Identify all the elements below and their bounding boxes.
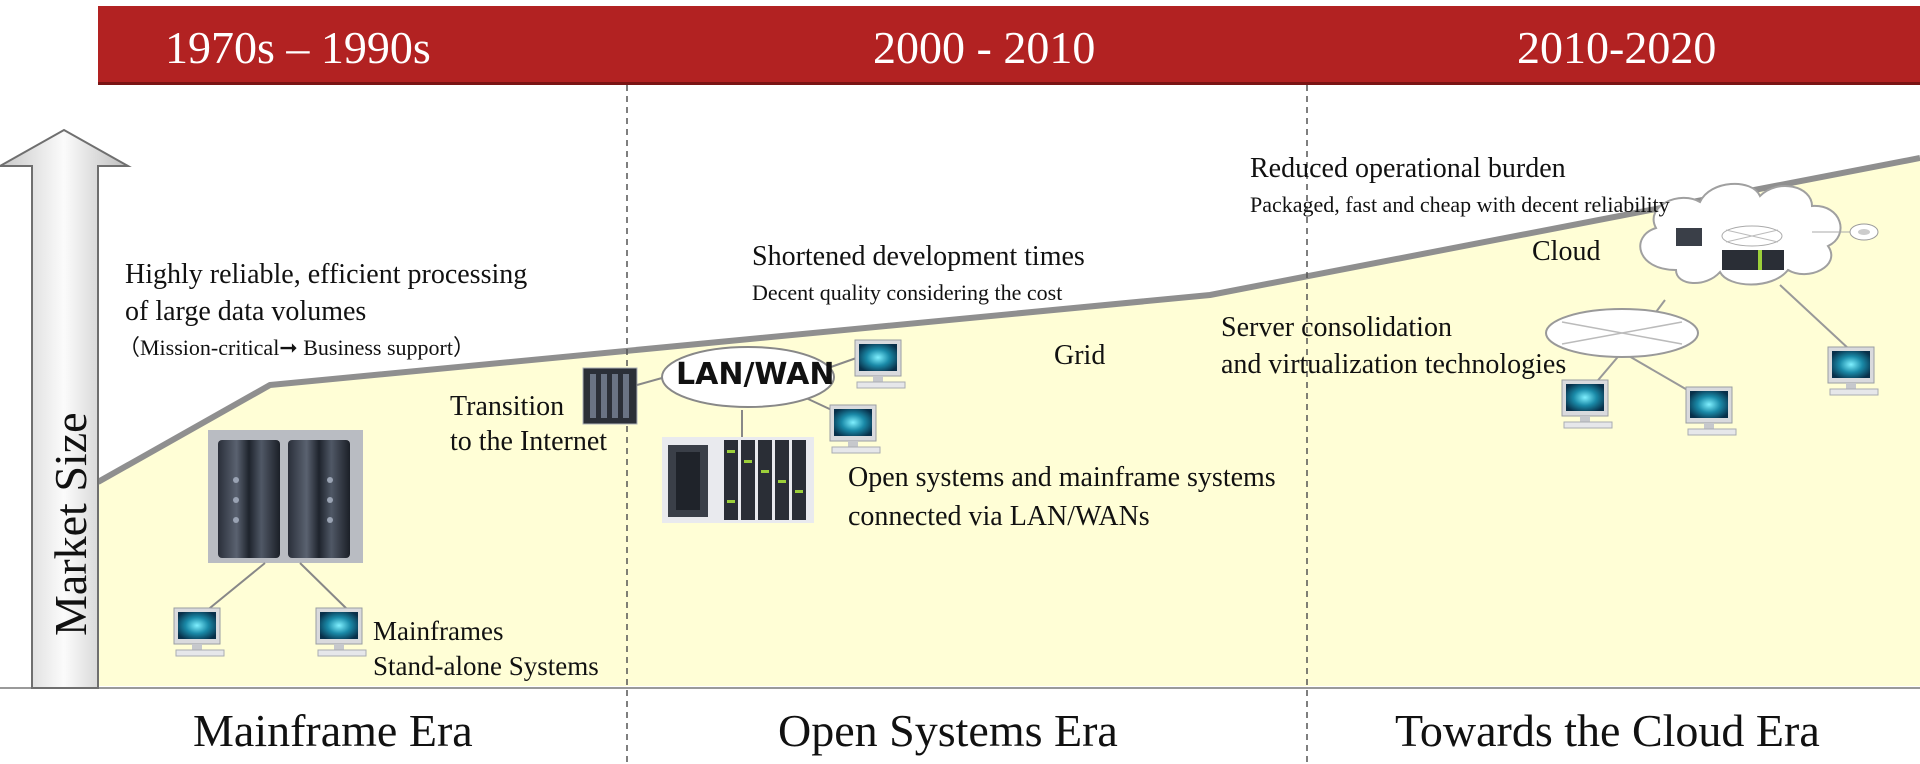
open-systems-servers-icon [662,437,814,523]
header-band [98,6,1920,82]
mainframe-benefit-note: （Mission-critical➞ Business support） [118,335,475,360]
cloud-label: Cloud [1532,236,1601,267]
transition-line1: Transition [450,391,565,422]
lan-wan-network-icon [661,346,835,408]
header-period-2: 2000 - 2010 [873,22,1096,73]
cloud-tech-line2: and virtualization technologies [1221,349,1567,380]
era-name-mainframe: Mainframe Era [193,705,473,756]
market-area [98,158,1920,686]
header-period-3: 2010-2020 [1517,22,1717,73]
mainframe-benefit-line2: of large data volumes [125,296,367,327]
up-arrow-icon [0,128,132,689]
cloud-icon [1639,183,1879,286]
cloud-tech-line1: Server consolidation [1221,312,1452,343]
lan-wan-label: LAN/WAN [676,357,835,392]
cloud-benefit-title: Reduced operational burden [1250,153,1566,184]
era-name-cloud: Towards the Cloud Era [1395,705,1820,756]
open-benefit-note: Decent quality considering the cost [752,280,1063,305]
mainframe-system-line2: Stand-alone Systems [373,651,599,681]
open-benefit-title: Shortened development times [752,241,1085,272]
era-name-open-systems: Open Systems Era [778,705,1118,756]
open-system-line2: connected via LAN/WANs [848,501,1150,532]
server-rack-icon [582,367,638,425]
open-system-line1: Open systems and mainframe systems [848,462,1276,493]
transition-line2: to the Internet [450,426,608,457]
mainframe-benefit-line1: Highly reliable, efficient processing [125,259,528,290]
mainframe-system-line1: Mainframes [373,616,504,646]
header-period-1: 1970s – 1990s [165,22,431,73]
cloud-benefit-note: Packaged, fast and cheap with decent rel… [1250,192,1670,217]
market-size-axis-label: Market Size [45,412,96,636]
grid-label: Grid [1054,340,1106,371]
market-trend-line [96,155,1920,485]
mainframe-cabinet-icon [208,430,363,563]
